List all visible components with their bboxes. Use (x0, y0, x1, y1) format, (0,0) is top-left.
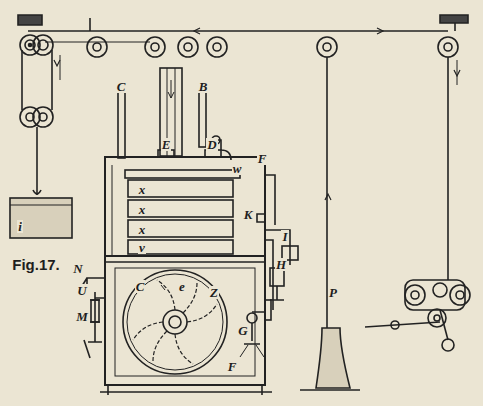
part-letter: x (138, 203, 147, 216)
part-letter: U (76, 284, 87, 297)
part-letter: E (161, 138, 172, 151)
part-letter: x (138, 183, 147, 196)
part-letter: M (75, 310, 89, 323)
part-letter: D (206, 138, 217, 151)
part-letter: I (281, 230, 288, 243)
part-letter: i (17, 220, 23, 233)
part-letter: B (198, 80, 209, 93)
part-letter: x (138, 223, 147, 236)
part-letter: v (138, 241, 146, 254)
part-letter: w (232, 162, 243, 175)
part-letter: P (328, 286, 338, 299)
part-letter: F (257, 152, 268, 165)
figure-number: Fig.17. (11, 257, 61, 272)
part-letter: Z (209, 286, 219, 299)
part-letter: C (116, 80, 127, 93)
part-letter: e (178, 280, 186, 293)
part-letter: G (237, 324, 248, 337)
part-letter: F (227, 360, 238, 373)
part-letter: C (135, 280, 146, 293)
part-letter: H (275, 258, 287, 271)
part-letter: K (243, 208, 254, 221)
part-letter: N (72, 262, 83, 275)
